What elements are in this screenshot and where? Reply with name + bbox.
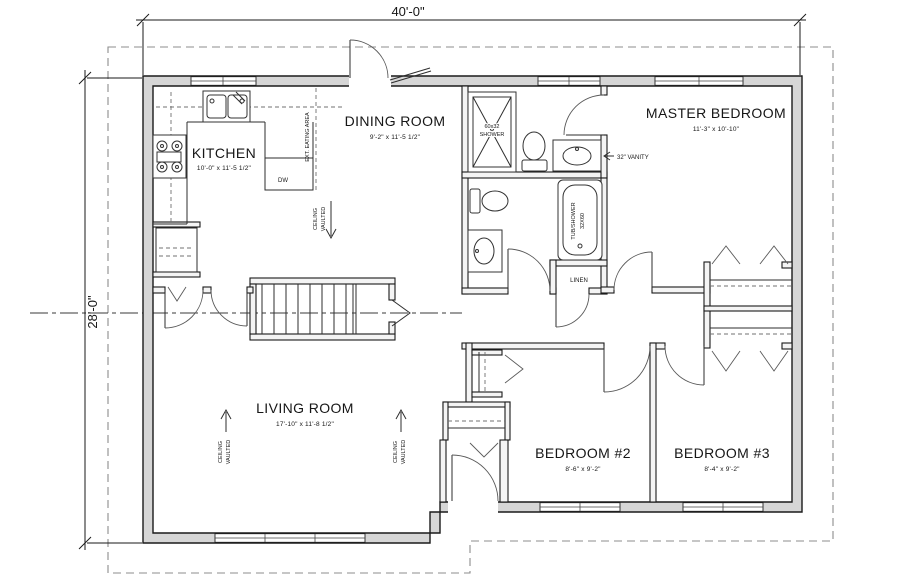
kitchen-window (190, 76, 257, 86)
bedroom2-window (539, 502, 621, 512)
shower-label: SHOWER (480, 132, 505, 138)
refrigerator (155, 227, 198, 273)
kitchen-sink (202, 90, 251, 123)
master-bedroom-label: MASTER BEDROOM (646, 105, 786, 121)
doors (164, 39, 705, 502)
height-dimension: 28'-0" (78, 70, 142, 550)
living-room-size: 17'-10" x 11'-8 1/2" (276, 421, 334, 428)
ensuite-vanity (552, 139, 602, 172)
ceiling-label: CEILING (393, 441, 399, 463)
ensuite-shower: 60x32 SHOWER (467, 91, 517, 173)
linen-label: LINEN (570, 278, 588, 284)
kitchen-label: KITCHEN (192, 145, 256, 161)
width-dimension-label: 40'-0" (391, 4, 425, 19)
vault-annotation-kitchen: CEILING VAULTED (313, 201, 337, 240)
vanity-callout: 32" VANITY (603, 151, 649, 161)
master-bedroom-window (654, 76, 744, 86)
bifold-door-icon (504, 354, 524, 384)
ensuite-toilet (521, 131, 548, 172)
vaulted-label: VAULTED (401, 440, 407, 465)
bedroom3-window (682, 502, 764, 512)
vault-arrow-icon (395, 408, 407, 420)
height-dimension-label: 28'-0" (85, 295, 100, 329)
bifold-door-icon (167, 286, 187, 302)
entry-coat-closet (448, 420, 505, 458)
vaulted-label: VAULTED (226, 440, 232, 465)
stair-direction-arrow (391, 299, 411, 327)
ceiling-label: CEILING (218, 441, 224, 463)
vaulted-label: VAULTED (321, 207, 327, 232)
master-closet (710, 245, 792, 287)
kitchen-size: 10'-0" x 11'-5 1/2" (197, 165, 252, 172)
bath-vanity (467, 229, 503, 273)
bedroom3-closet (710, 327, 792, 372)
bedroom2-closet (478, 352, 524, 392)
room-labels: KITCHEN 10'-0" x 11'-5 1/2" DINING ROOM … (192, 105, 786, 473)
vault-arrow-icon (325, 228, 337, 240)
master-bedroom-size: 11'-3" x 10'-10" (693, 126, 740, 133)
bifold-door-icon (759, 350, 789, 372)
width-dimension: 40'-0" (136, 4, 807, 75)
front-door-opening (448, 500, 498, 514)
living-room-window (214, 533, 366, 543)
bifold-door-icon (759, 245, 789, 265)
ceiling-label: CEILING (313, 208, 319, 230)
patio-door-opening (349, 74, 391, 88)
bedroom3-label: BEDROOM #3 (674, 445, 770, 461)
stove (152, 134, 187, 179)
vault-annotation-living-1: CEILING VAULTED (218, 408, 232, 465)
bifold-door-icon (711, 245, 741, 265)
dining-room-label: DINING ROOM (345, 113, 446, 129)
bathtub: TUB/SHOWER 32X60 (557, 179, 603, 261)
bedroom2-label: BEDROOM #2 (535, 445, 631, 461)
bedroom2-size: 8'-6" x 9'-2" (565, 466, 601, 473)
vault-annotation-living-2: CEILING VAULTED (393, 408, 407, 465)
tub-label: TUB/SHOWER (571, 202, 577, 239)
eating-area-label: EXT. EATING AREA (305, 112, 311, 162)
bifold-door-icon (469, 442, 499, 458)
bedroom3-size: 8'-4" x 9'-2" (704, 466, 740, 473)
tub-size-label: 32X60 (580, 213, 586, 229)
vault-arrow-icon (220, 408, 232, 420)
roof-outline (107, 46, 834, 574)
living-room-label: LIVING ROOM (256, 400, 354, 416)
vanity-label: 32" VANITY (617, 155, 649, 161)
linen-closet: LINEN (570, 278, 588, 284)
staircase (261, 284, 411, 334)
shower-size-label: 60x32 (485, 124, 500, 130)
dining-room-size: 9'-2" x 11'-5 1/2" (370, 134, 421, 141)
bath-window (537, 76, 601, 86)
bifold-door-icon (711, 350, 741, 372)
bath-toilet (469, 188, 509, 214)
dishwasher-label: DW (278, 178, 288, 184)
